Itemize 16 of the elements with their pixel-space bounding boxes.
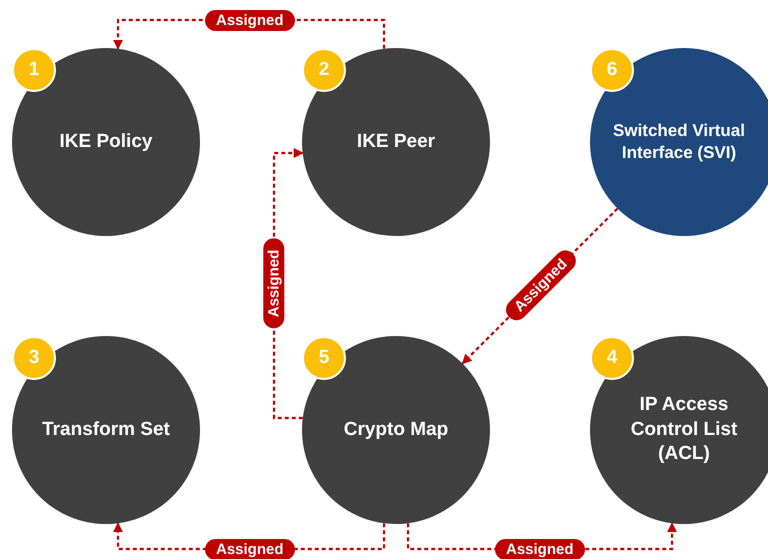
node-label: IKE Peer [356, 130, 436, 154]
step-number-badge: 3 [12, 336, 56, 380]
node-label: Switched Virtual Interface (SVI) [612, 120, 746, 164]
node-label: IP Access Control List (ACL) [630, 392, 738, 466]
step-number-badge: 5 [302, 336, 346, 380]
step-number-badge: 2 [302, 48, 346, 92]
node-label: IKE Policy [60, 130, 152, 154]
edge-label: Assigned [495, 538, 585, 559]
node-label: Crypto Map [344, 418, 448, 442]
edge-label: Assigned [205, 538, 295, 559]
node-label: Transform Set [42, 418, 170, 442]
step-number-badge: 6 [590, 48, 634, 92]
edge-label: Assigned [205, 10, 295, 30]
step-number-badge: 4 [590, 336, 634, 380]
edge-label: Assigned [263, 238, 284, 328]
step-number-badge: 1 [12, 48, 56, 92]
